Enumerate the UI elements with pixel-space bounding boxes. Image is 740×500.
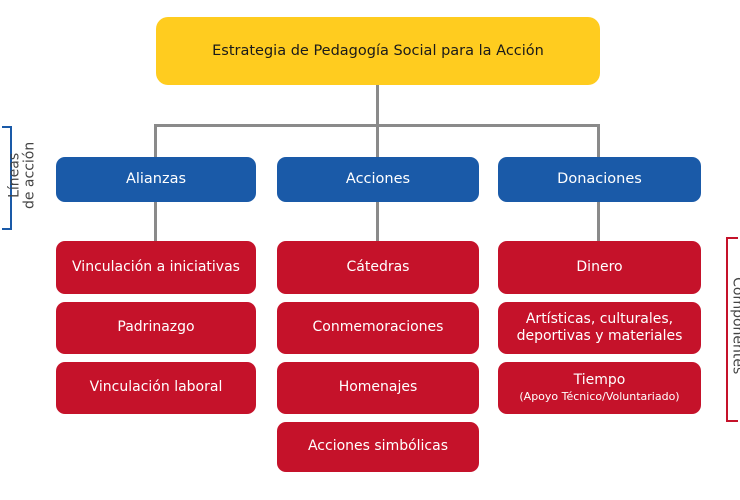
- left-label-line1: Líneas: [6, 152, 23, 198]
- item-label: Acciones simbólicas: [307, 438, 449, 455]
- connector-col1-top: [154, 124, 157, 157]
- item-label: Vinculación a iniciativas: [72, 258, 240, 275]
- header-label: Alianzas: [125, 171, 187, 188]
- item-label: Dinero: [576, 258, 623, 275]
- right-label-marker: [726, 237, 728, 422]
- item-tiempo: Tiempo (Apoyo Técnico/Voluntariado): [498, 362, 701, 414]
- item-vinculacion-laboral: Vinculación laboral: [56, 362, 256, 414]
- item-label: Padrinazgo: [117, 319, 195, 336]
- left-side-label: Líneas de acción: [6, 125, 39, 225]
- item-label: Conmemoraciones: [312, 319, 444, 336]
- connector-col3-top: [597, 124, 600, 157]
- header-donaciones: Donaciones: [498, 157, 701, 202]
- item-label: Vinculación laboral: [89, 379, 223, 396]
- left-label-marker-tick-bottom: [2, 228, 12, 230]
- item-catedras: Cátedras: [277, 241, 479, 294]
- connector-col1-bottom: [154, 200, 157, 242]
- item-homenajes: Homenajes: [277, 362, 479, 414]
- item-label: Cátedras: [346, 258, 410, 275]
- item-label: Artísticas, culturales, deportivas y mat…: [516, 310, 683, 345]
- item-label: Tiempo: [573, 372, 626, 389]
- item-label: Homenajes: [338, 379, 418, 396]
- connector-col2-top: [376, 124, 379, 157]
- header-acciones: Acciones: [277, 157, 479, 202]
- left-label-line2: de acción: [22, 141, 38, 210]
- right-label-marker-tick-bottom: [726, 420, 738, 422]
- header-label: Donaciones: [557, 171, 642, 188]
- connector-col3-bottom: [597, 200, 600, 242]
- item-acciones-simbolicas: Acciones simbólicas: [277, 422, 479, 472]
- right-side-label: Componentes: [729, 277, 740, 375]
- item-padrinazgo: Padrinazgo: [56, 302, 256, 354]
- header-label: Acciones: [345, 171, 411, 188]
- item-dinero: Dinero: [498, 241, 701, 294]
- connector-col2-bottom: [376, 200, 379, 242]
- item-artisticas: Artísticas, culturales, deportivas y mat…: [498, 302, 701, 354]
- item-vinculacion-iniciativas: Vinculación a iniciativas: [56, 241, 256, 294]
- root-node: Estrategia de Pedagogía Social para la A…: [156, 17, 600, 85]
- right-label-marker-tick-top: [726, 237, 738, 239]
- item-sublabel: (Apoyo Técnico/Voluntariado): [519, 389, 680, 403]
- left-label-marker: [10, 126, 12, 230]
- connector-root-down: [376, 85, 379, 125]
- root-label: Estrategia de Pedagogía Social para la A…: [212, 42, 544, 59]
- left-label-marker-tick-top: [2, 126, 12, 128]
- item-conmemoraciones: Conmemoraciones: [277, 302, 479, 354]
- header-alianzas: Alianzas: [56, 157, 256, 202]
